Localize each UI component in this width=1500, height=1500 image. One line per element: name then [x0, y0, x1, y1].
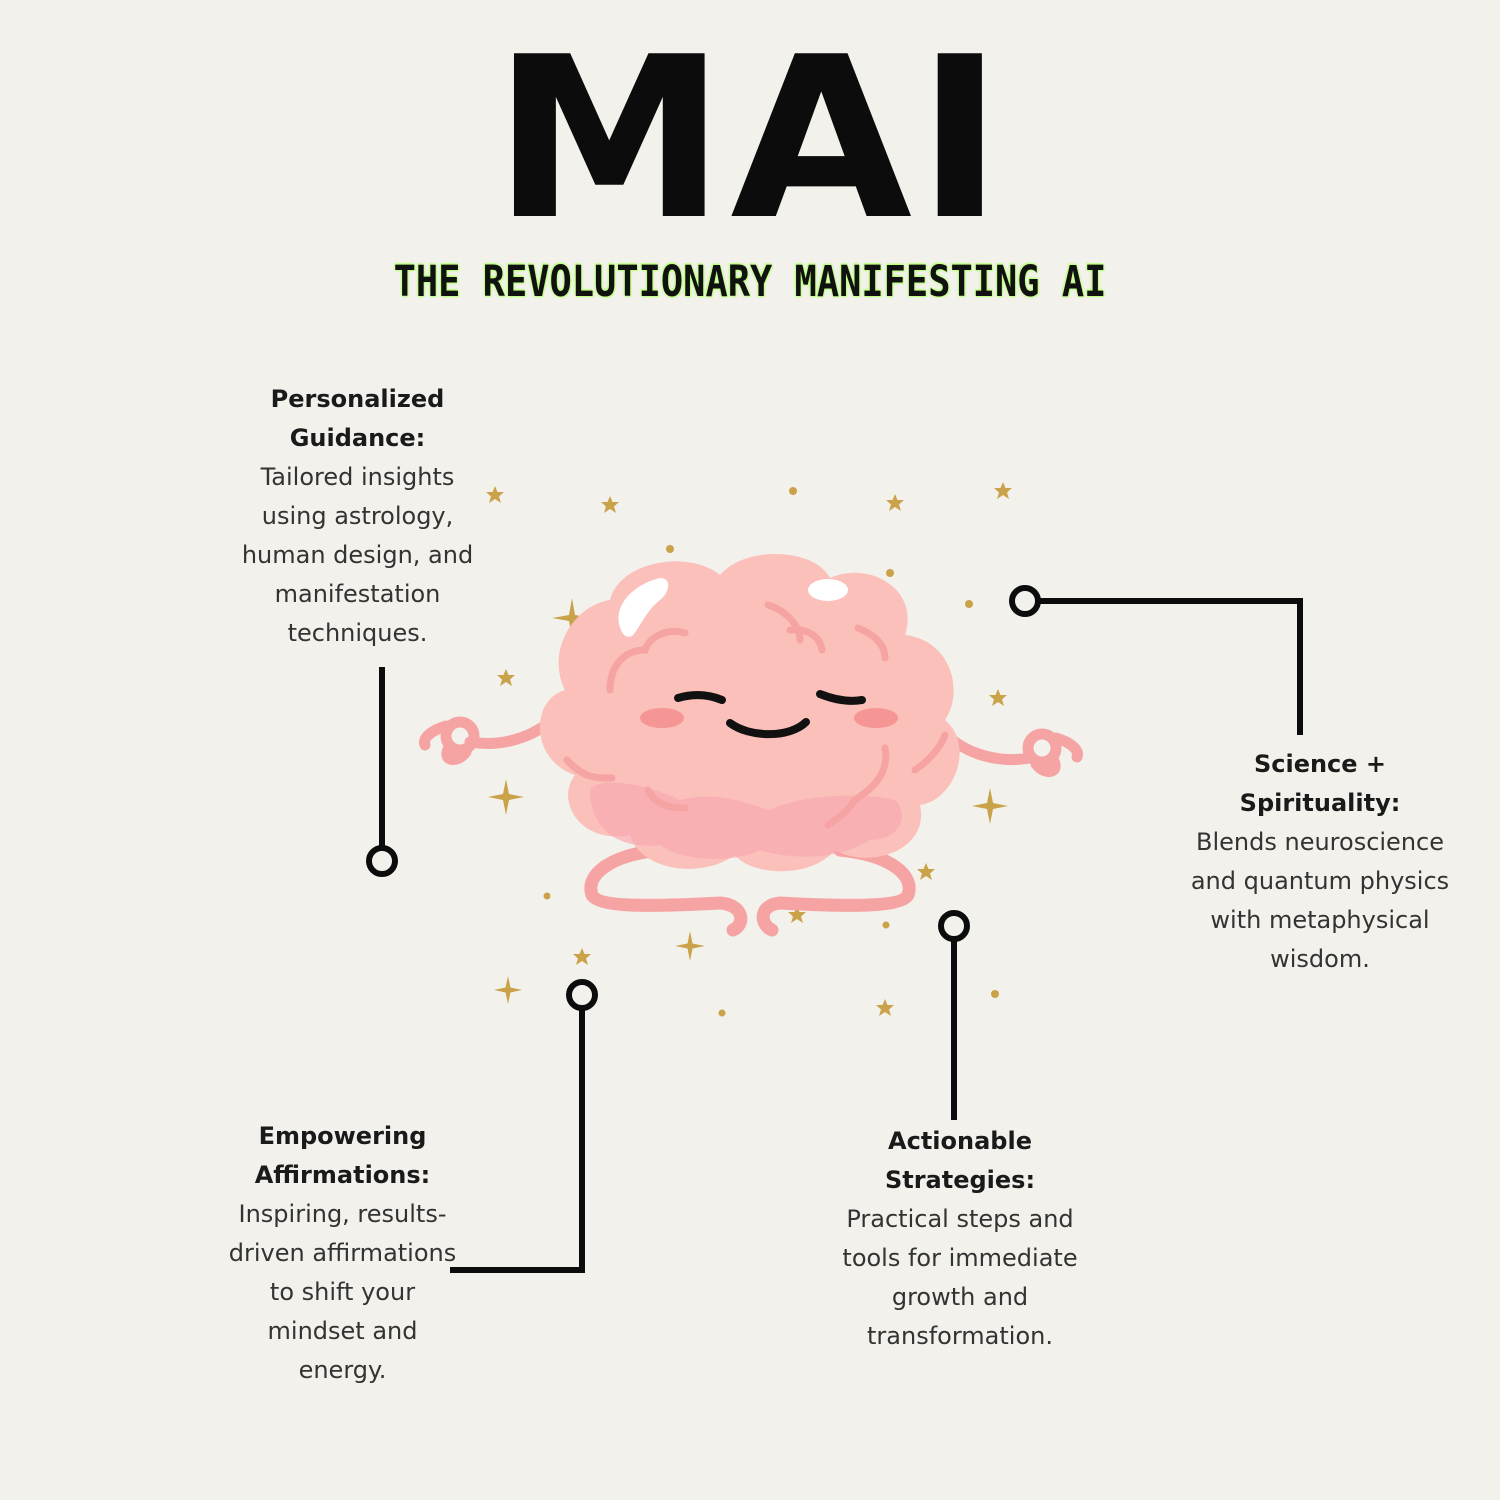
connector-empowering-affirmations: [450, 979, 598, 1273]
feature-body: Blends neuroscience and quantum physics …: [1190, 828, 1450, 973]
feature-title: Science + Spirituality:: [1239, 750, 1401, 817]
sparkle-star-icon: [886, 494, 904, 511]
feature-science-spirituality: Science + Spirituality: Blends neuroscie…: [1190, 745, 1450, 979]
sparkle-star-icon: [601, 496, 619, 513]
sparkle-dot: [718, 1009, 726, 1017]
brain-lower-band: [590, 782, 902, 860]
brain-highlight: [618, 578, 669, 637]
meditating-brain-illustration: [419, 553, 1083, 937]
connector-science-spirituality: [1009, 585, 1303, 735]
sparkle-star-icon: [497, 669, 515, 686]
brain-folds: [563, 601, 949, 829]
feature-title: Empowering Affirmations:: [254, 1122, 431, 1189]
brain-face: [674, 690, 866, 739]
feature-actionable-strategies: Actionable Strategies: Practical steps a…: [825, 1122, 1095, 1356]
twinkle-icon: [972, 788, 1008, 824]
feature-personalized-guidance: Personalized Guidance: Tailored insights…: [230, 380, 485, 653]
brain-legs: [584, 843, 916, 937]
twinkle-icon: [675, 931, 705, 961]
sparkle-dot: [666, 545, 674, 553]
sparkle-star-icon: [486, 486, 504, 503]
sparkle-dot: [543, 892, 551, 900]
feature-body: Tailored insights using astrology, human…: [241, 463, 474, 647]
sparkle-star-icon: [876, 999, 894, 1016]
brain-highlight: [808, 579, 848, 601]
sparkle-dot: [991, 990, 999, 998]
brain-cheek: [640, 708, 684, 728]
twinkle-icon: [494, 976, 522, 1004]
connector-personalized-guidance: [366, 667, 398, 877]
feature-title: Actionable Strategies:: [884, 1127, 1036, 1194]
sparkle-dot: [789, 487, 797, 495]
sparkle-star-icon: [994, 482, 1012, 499]
sparkle-dot: [965, 600, 973, 608]
sparkle-star-icon: [573, 948, 591, 965]
feature-title: Personalized Guidance:: [270, 385, 445, 452]
feature-body: Inspiring, results-driven affirmations t…: [228, 1200, 457, 1384]
sparkle-star-icon: [989, 689, 1007, 706]
feature-empowering-affirmations: Empowering Affirmations: Inspiring, resu…: [225, 1117, 460, 1390]
sparkle-star-icon: [917, 863, 935, 880]
sparkle-dot: [882, 921, 890, 929]
brain-cheek: [854, 708, 898, 728]
connector-actionable-strategies: [938, 910, 970, 1120]
sparkles: [486, 482, 1012, 1017]
twinkle-icon: [552, 598, 592, 638]
page-title: MAI: [492, 9, 1008, 270]
sparkle-dot: [886, 569, 894, 577]
sparkle-star-icon: [788, 906, 806, 923]
page-subtitle: THE REVOLUTIONARY MANIFESTING AI: [393, 256, 1107, 307]
twinkle-icon: [488, 779, 524, 815]
feature-body: Practical steps and tools for immediate …: [842, 1205, 1078, 1350]
